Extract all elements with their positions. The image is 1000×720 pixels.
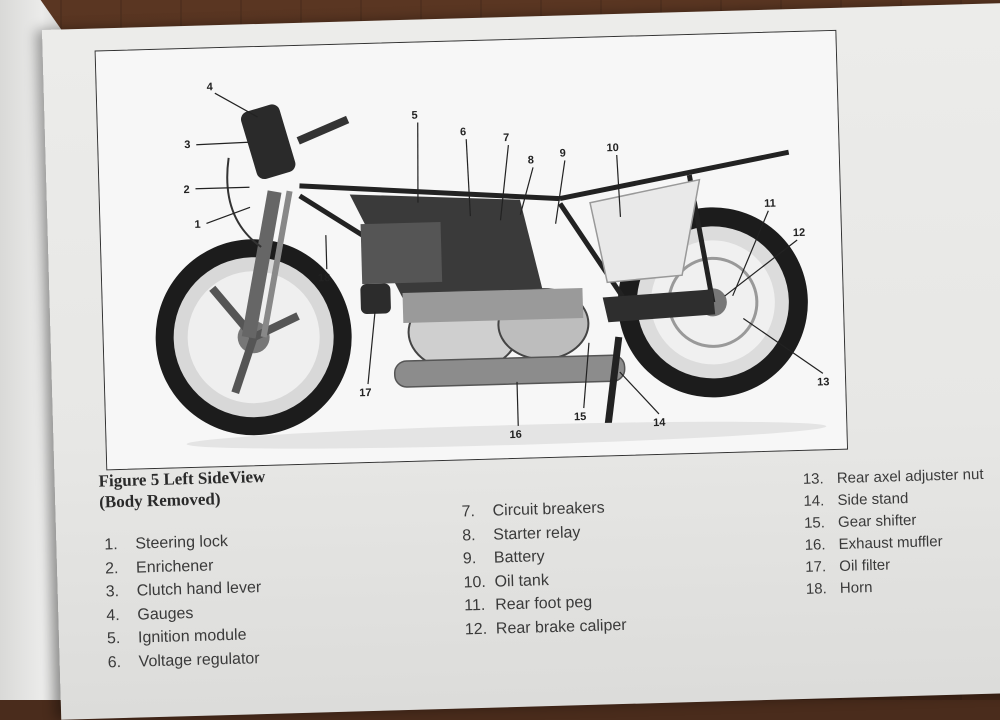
callout-8: 8 xyxy=(528,154,534,166)
legend-column-3: 13.Rear axel adjuster nut 14.Side stand … xyxy=(803,464,987,601)
callout-11: 11 xyxy=(764,198,776,210)
callout-1: 1 xyxy=(194,219,200,231)
figure-subtitle: (Body Removed) xyxy=(98,489,221,512)
callout-16: 16 xyxy=(509,429,522,441)
callout-10: 10 xyxy=(606,142,619,154)
motorcycle-illustration: 4 3 2 1 5 6 7 8 9 10 11 12 13 14 15 16 1… xyxy=(95,30,848,470)
legend-column-1: 1.Steering lock 2.Enrichener 3.Clutch ha… xyxy=(104,529,263,674)
callout-7: 7 xyxy=(503,132,509,144)
callout-15: 15 xyxy=(574,411,587,423)
callout-9: 9 xyxy=(559,147,565,159)
callout-3: 3 xyxy=(184,139,190,151)
motorcycle-photo: 4 3 2 1 5 6 7 8 9 10 11 12 13 14 15 16 1… xyxy=(94,29,849,471)
callout-4: 4 xyxy=(207,81,214,93)
manual-page: 4 3 2 1 5 6 7 8 9 10 11 12 13 14 15 16 1… xyxy=(42,2,1000,720)
callout-2: 2 xyxy=(183,184,189,196)
callout-18: 18 xyxy=(318,272,331,284)
legend-column-2: 7.Circuit breakers 8.Starter relay 9.Bat… xyxy=(461,496,627,641)
callout-5: 5 xyxy=(411,110,417,122)
callout-12: 12 xyxy=(793,227,806,239)
legend-item: 7.Circuit breakers xyxy=(461,499,605,521)
callout-6: 6 xyxy=(460,126,466,138)
figure-caption: Figure 5 Left SideView (Body Removed) xyxy=(98,466,266,513)
callout-17: 17 xyxy=(359,387,372,399)
legend-item: 12.Rear brake caliper xyxy=(464,616,627,638)
engine xyxy=(349,194,590,373)
legend-item: 3.Clutch hand lever xyxy=(105,579,262,601)
callout-14: 14 xyxy=(653,417,666,429)
callout-13: 13 xyxy=(817,376,830,388)
legend-item: 6.Voltage regulator xyxy=(107,649,260,671)
legend-item: 18.Horn xyxy=(805,579,873,598)
